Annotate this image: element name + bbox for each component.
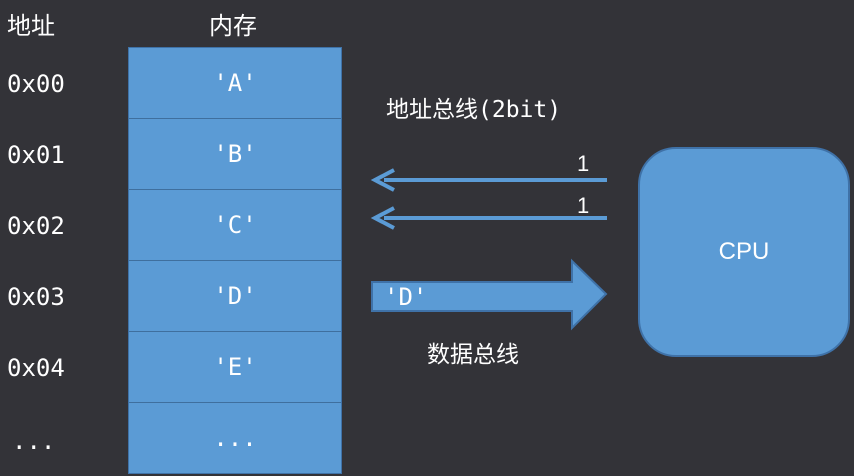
memory-column-header: 内存 [209,12,257,40]
memory-cell-value: 'E' [213,353,257,381]
memory-cell-value: ... [213,424,257,452]
memory-cell-1: 'B' [129,119,341,190]
address-label-1: 0x01 [7,141,65,169]
address-label-2: 0x02 [7,212,65,240]
address-bit-1: 1 [577,151,590,176]
cpu-block: CPU [638,147,850,357]
memory-cell-0: 'A' [129,48,341,119]
memory-cell-4: 'E' [129,332,341,403]
address-label-0: 0x00 [7,70,65,98]
address-label-4: 0x04 [7,354,65,382]
address-column-header: 地址 [7,12,55,40]
data-bus-label: 数据总线 [427,342,519,368]
memory-cell-3: 'D' [129,261,341,332]
address-bus-label: 地址总线(2bit) [386,97,562,123]
address-label-ellipsis: ... [12,427,56,455]
address-bus-arrow-1 [370,168,607,192]
cpu-label: CPU [718,238,770,265]
memory-cell-value: 'A' [213,69,257,97]
data-bus-value: 'D' [384,283,428,311]
memory-column: 'A' 'B' 'C' 'D' 'E' ... [128,47,342,474]
data-bus-arrow [371,258,608,331]
memory-cell-value: 'D' [213,282,257,310]
address-label-3: 0x03 [7,283,65,311]
address-bit-0: 1 [577,193,590,218]
memory-cell-value: 'C' [213,211,257,239]
address-bus-arrow-2 [370,206,607,230]
memory-cell-2: 'C' [129,190,341,261]
memory-cell-ellipsis: ... [129,403,341,473]
memory-cell-value: 'B' [213,140,257,168]
